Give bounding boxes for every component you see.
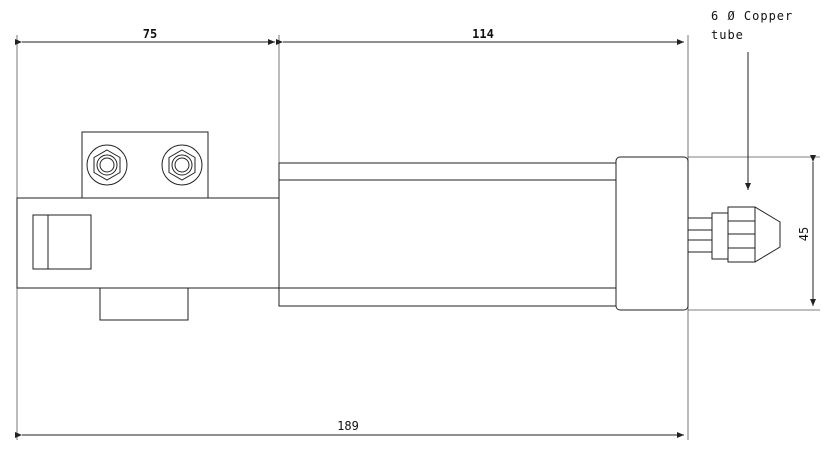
dimension-left-length: 75 [15, 27, 275, 45]
fitting-plate-body [81, 131, 209, 199]
annotation-line-1: 6 Ø Copper [711, 9, 793, 23]
cylinder-tube [278, 162, 617, 307]
compression-fitting [687, 206, 781, 263]
valve-body [16, 197, 280, 321]
dimension-right-length: 114 [276, 27, 684, 45]
annotation-line-2: tube [711, 28, 744, 42]
side-port [32, 214, 92, 270]
dimension-cap-height: 45 [797, 155, 816, 306]
bottom-mount [99, 287, 189, 321]
dimension-total-length-label: 189 [337, 419, 359, 433]
end-cap [615, 156, 689, 311]
dimension-left-length-label: 75 [143, 27, 157, 41]
dimension-right-length-label: 114 [472, 27, 494, 41]
fitting-plate [81, 131, 209, 199]
hex-nut-left [86, 144, 128, 186]
cylinder-outline [278, 162, 617, 307]
copper-tube-annotation: 6 Ø Copper tube [711, 9, 793, 190]
hex-nut-right [161, 144, 203, 186]
dimension-cap-height-label: 45 [797, 227, 811, 241]
dimension-total-length: 189 [15, 419, 684, 438]
end-cap-body [615, 156, 689, 311]
fitting-collar [711, 212, 729, 260]
fitting-stem [687, 217, 713, 253]
